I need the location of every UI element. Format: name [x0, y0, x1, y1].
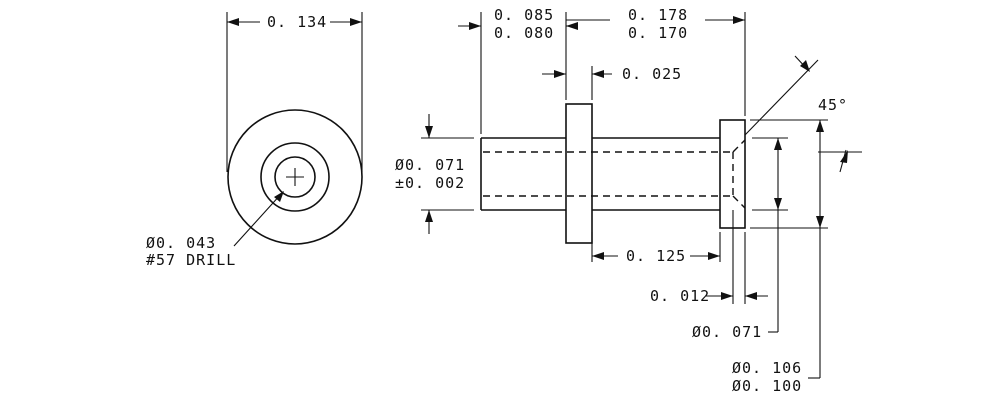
chamfer-angle-label: 45° — [818, 96, 848, 114]
flange-width-label: 0. 025 — [622, 65, 682, 83]
collar-dia-max-label: Ø0. 106 — [732, 359, 802, 377]
middle-circle — [260, 142, 330, 212]
shank-length-min-label: 0. 080 — [494, 24, 554, 42]
end-length-max-label: 0. 178 — [628, 6, 688, 24]
bore-dim-label: Ø0. 043 — [146, 234, 216, 252]
inner-dia-label: Ø0. 071 — [692, 323, 762, 341]
shank-dia-label: Ø0. 071 — [395, 156, 465, 174]
outer-circle — [227, 109, 363, 245]
flange — [565, 103, 593, 244]
shank-length-max-label: 0. 085 — [494, 6, 554, 24]
side-view: 0. 085 0. 080 0. 178 0. 170 0. 025 45° Ø… — [395, 6, 862, 395]
end-length-min-label: 0. 170 — [628, 24, 688, 42]
width-dim-label: 0. 134 — [267, 13, 327, 31]
collar-dia-min-label: Ø0. 100 — [732, 377, 802, 395]
drill-note-label: #57 DRILL — [146, 251, 236, 269]
collar-width-label: 0. 012 — [650, 287, 710, 305]
front-view: 0. 134 Ø0. 043 #57 DRILL — [146, 12, 363, 269]
shank-tol-label: ±0. 002 — [395, 174, 465, 192]
bore-circle — [274, 156, 316, 198]
gap-length-label: 0. 125 — [626, 247, 686, 265]
